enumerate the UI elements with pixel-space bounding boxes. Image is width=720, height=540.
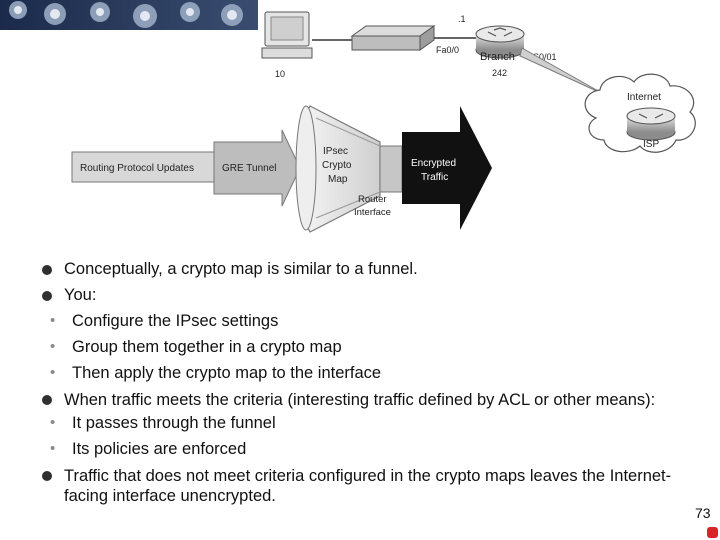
funnel-icon [295, 105, 403, 233]
sub-bullet-list: It passes through the funnel Its policie… [40, 410, 680, 462]
branch-id-label: 242 [492, 68, 507, 78]
isp-label: ISP [643, 139, 659, 150]
branch-router-icon [475, 25, 525, 59]
corner-accent-mark [707, 527, 718, 538]
pc-icon [261, 11, 313, 59]
sub-bullet-item: Group them together in a crypto map [40, 334, 680, 360]
switch-icon [350, 25, 436, 51]
isp-router-icon [626, 107, 676, 141]
sub-bullet-item: Its policies are enforced [40, 436, 680, 462]
bullet-list: Conceptually, a crypto map is similar to… [40, 256, 680, 506]
crypto-map-diagram: 10 .1 Fa0/0 Branch 242 S0/01 Internet IS… [71, 11, 696, 233]
host-label: 10 [275, 69, 285, 79]
header-banner-image [0, 0, 258, 30]
gre-tunnel-label: GRE Tunnel [222, 163, 276, 174]
sub-bullet-item: Configure the IPsec settings [40, 308, 680, 334]
sub-bullet-list: Configure the IPsec settings Group them … [40, 308, 680, 386]
bullet-item: Traffic that does not meet criteria conf… [40, 462, 680, 506]
encrypted-traffic-label: Encrypted Traffic [411, 158, 459, 183]
bullet-item: You: [40, 282, 680, 308]
sub-bullet-item: Then apply the crypto map to the interfa… [40, 360, 680, 386]
bullet-item: Conceptually, a crypto map is similar to… [40, 256, 680, 282]
switch-dot-label: .1 [458, 14, 466, 24]
gre-tunnel-arrow [213, 129, 301, 207]
router-interface-text: Router Interface [354, 194, 391, 218]
sub-bullet-item: It passes through the funnel [40, 410, 680, 436]
internet-label: Internet [627, 92, 661, 103]
routing-protocol-label: Routing Protocol Updates [80, 163, 194, 174]
bullet-item: When traffic meets the criteria (interes… [40, 386, 680, 410]
serial-label: S0/01 [533, 52, 557, 62]
funnel-label: IPsec Crypto Map [322, 146, 354, 185]
page-number: 73 [695, 505, 711, 521]
router-interface-label: Fa0/0 [436, 45, 459, 55]
routing-protocol-box [71, 151, 223, 183]
encrypted-traffic-arrow [402, 106, 492, 230]
branch-label: Branch [480, 51, 515, 63]
